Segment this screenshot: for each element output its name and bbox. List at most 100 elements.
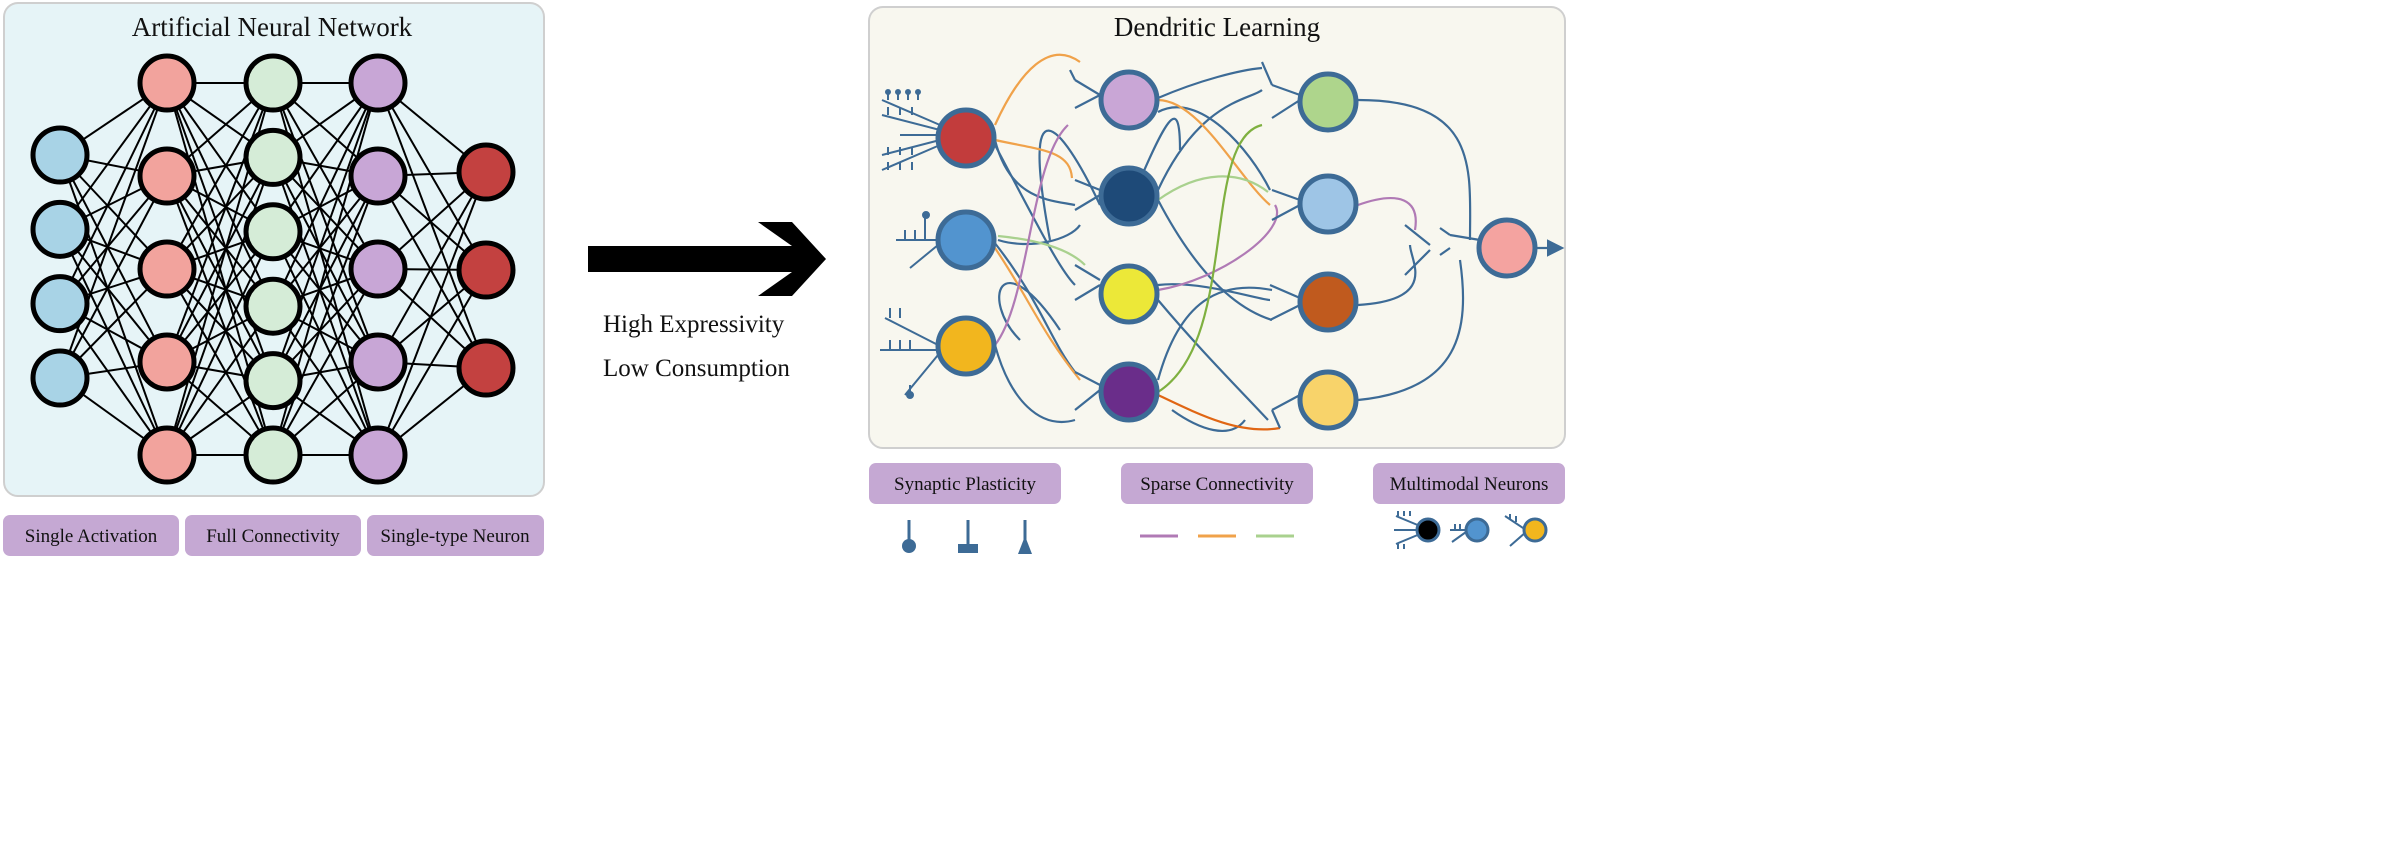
multimodal-neuron-icons	[1394, 511, 1548, 549]
ann-edge-1-2-0	[166, 82, 274, 270]
dl-neuron-4	[1098, 165, 1160, 227]
big-arrow-icon	[588, 222, 826, 296]
ann-edge-2-2-0	[272, 82, 379, 233]
dl-neuron-10	[1297, 369, 1359, 431]
synapse-triangle-icon	[1018, 520, 1032, 554]
ann-edge-3-0-1	[377, 82, 487, 271]
neuron-type-yellow-icon	[1504, 514, 1548, 547]
tag-multimodal-neurons: Multimodal Neurons	[1390, 474, 1549, 495]
dl-neuron-6	[1098, 361, 1160, 423]
ann-edge-1-4-3	[166, 305, 274, 456]
neuron-type-blue-icon	[1450, 517, 1490, 543]
ann-edge-2-3-0	[272, 82, 379, 307]
middle-line-consumption: Low Consumption	[603, 355, 790, 382]
synapse-type-icons	[902, 520, 1032, 554]
ann-edge-1-3-0	[166, 82, 274, 363]
ann-edge-3-4-0	[377, 171, 487, 456]
ann-neuron-1-0	[137, 53, 197, 113]
ann-edge-3-3-0	[377, 171, 487, 363]
ann-neuron-2-2	[243, 202, 303, 262]
neuron-type-black-icon	[1394, 511, 1441, 549]
dl-neuron-0	[935, 107, 997, 169]
tag-full-connectivity-bg	[185, 515, 361, 556]
ann-neuron-3-4	[348, 425, 408, 485]
tag-multimodal-neurons-bg	[1373, 463, 1565, 504]
ann-neuron-4-0	[456, 142, 516, 202]
ann-neurons	[30, 53, 516, 485]
dl-neuron-11	[1476, 217, 1538, 279]
synapse-flat-icon	[958, 520, 978, 553]
ann-edge-0-3-1	[59, 175, 168, 379]
ann-neuron-3-3	[348, 332, 408, 392]
dl-connections	[993, 53, 1472, 432]
dl-neuron-9	[1297, 271, 1359, 333]
dl-neuron-5	[1098, 263, 1160, 325]
tag-sparse-connectivity-bg	[1121, 463, 1313, 504]
ann-edge-0-0-3	[59, 154, 168, 363]
ann-edge-3-4-1	[377, 269, 487, 456]
ann-edge-2-4-1	[272, 175, 379, 382]
dl-neurons	[935, 69, 1538, 431]
ann-edge-3-0-2	[377, 82, 487, 369]
ann-neuron-1-2	[137, 239, 197, 299]
ann-neuron-1-4	[137, 425, 197, 485]
dl-panel-background	[868, 6, 1566, 449]
ann-neuron-1-1	[137, 146, 197, 206]
tag-full-connectivity: Full Connectivity	[206, 526, 340, 547]
ann-edge-1-1-5	[166, 175, 274, 456]
ann-edge-2-5-2	[272, 268, 379, 456]
dl-neuron-7	[1297, 71, 1359, 133]
ann-neuron-0-0	[30, 125, 90, 185]
tag-single-activation: Single Activation	[25, 526, 158, 547]
ann-neuron-1-3	[137, 332, 197, 392]
ann-edge-1-4-1	[166, 157, 274, 456]
ann-edge-0-1-0	[59, 82, 168, 230]
ann-neuron-0-3	[30, 348, 90, 408]
ann-neuron-3-0	[348, 53, 408, 113]
ann-tags: Single Activation Full Connectivity Sing…	[3, 515, 544, 556]
ann-edge-1-4-2	[166, 231, 274, 456]
input-dendrite-trees	[880, 89, 941, 399]
ann-edge-0-2-0	[59, 82, 168, 305]
ann-edge-2-0-3	[272, 82, 379, 363]
ann-edge-0-3-0	[59, 82, 168, 379]
tag-synaptic-plasticity: Synaptic Plasticity	[894, 474, 1036, 495]
tag-sparse-connectivity: Sparse Connectivity	[1140, 474, 1294, 495]
ann-neuron-2-1	[243, 127, 303, 187]
ann-title: Artificial Neural Network	[132, 12, 413, 42]
dl-neuron-1	[935, 209, 997, 271]
ann-neuron-2-4	[243, 351, 303, 411]
dl-title: Dendritic Learning	[1114, 12, 1320, 42]
dl-neuron-2	[935, 315, 997, 377]
ann-edge-2-0-2	[272, 82, 379, 270]
ann-neuron-4-1	[456, 240, 516, 300]
ann-neuron-0-2	[30, 274, 90, 334]
ann-neuron-3-2	[348, 239, 408, 299]
dendrite-forks	[1069, 61, 1481, 429]
ann-edge-1-1-4	[166, 175, 274, 382]
ann-panel: Artificial Neural Network	[3, 2, 545, 497]
dl-neuron-3	[1098, 69, 1160, 131]
dl-tags: Synaptic Plasticity Sparse Connectivity …	[869, 463, 1565, 504]
ann-edge-3-1-2	[377, 175, 487, 369]
ann-neuron-2-5	[243, 425, 303, 485]
ann-edge-2-5-1	[272, 175, 379, 456]
ann-edge-1-2-5	[166, 268, 274, 456]
dl-neuron-8	[1297, 173, 1359, 235]
tag-single-type-neuron: Single-type Neuron	[380, 526, 530, 547]
tag-single-activation-bg	[3, 515, 179, 556]
ann-neuron-3-1	[348, 146, 408, 206]
dl-panel: Dendritic Learning	[868, 6, 1566, 449]
synapse-round-icon	[902, 520, 916, 553]
ann-neuron-2-0	[243, 53, 303, 113]
middle-line-expressivity: High Expressivity	[603, 311, 785, 338]
tag-synaptic-plasticity-bg	[869, 463, 1061, 504]
ann-neuron-2-3	[243, 276, 303, 336]
ann-neuron-4-2	[456, 338, 516, 398]
transition-arrow: High Expressivity Low Consumption	[588, 222, 826, 382]
ann-edge-1-3-1	[166, 156, 274, 363]
tag-single-type-neuron-bg	[367, 515, 544, 556]
ann-edge-2-4-0	[272, 82, 379, 381]
ann-neuron-0-1	[30, 199, 90, 259]
diagram-canvas: Artificial Neural Network Single Activat…	[3, 2, 1566, 556]
